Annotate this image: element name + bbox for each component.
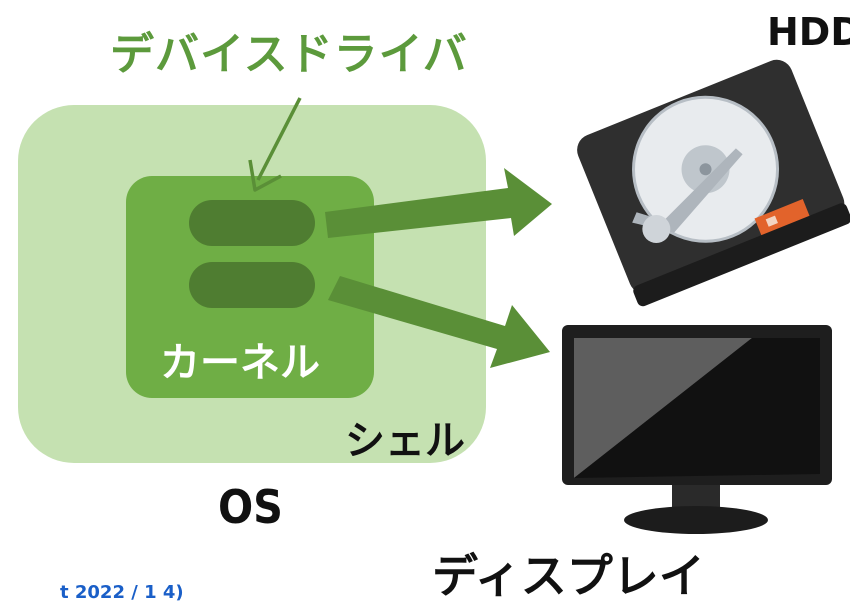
driver-pointer-arrow (248, 97, 302, 192)
hdd-label: HDD (767, 10, 850, 54)
device-driver-pill-top (189, 200, 315, 246)
hdd-icon (577, 59, 850, 307)
device-driver-label: デバイスドライバ (110, 29, 468, 80)
monitor-icon (562, 325, 832, 534)
shell-label: シェル (345, 418, 465, 464)
kernel-to-display-arrow (328, 276, 550, 368)
kernel-to-hdd-arrow (325, 168, 552, 238)
device-driver-pill-bottom (189, 262, 315, 308)
kernel-label: カーネル (160, 340, 320, 386)
display-label: ディスプレイ (432, 549, 705, 603)
os-label: OS (218, 480, 283, 534)
bottom-cut-text: t 2022 / 1 4) (60, 582, 184, 603)
